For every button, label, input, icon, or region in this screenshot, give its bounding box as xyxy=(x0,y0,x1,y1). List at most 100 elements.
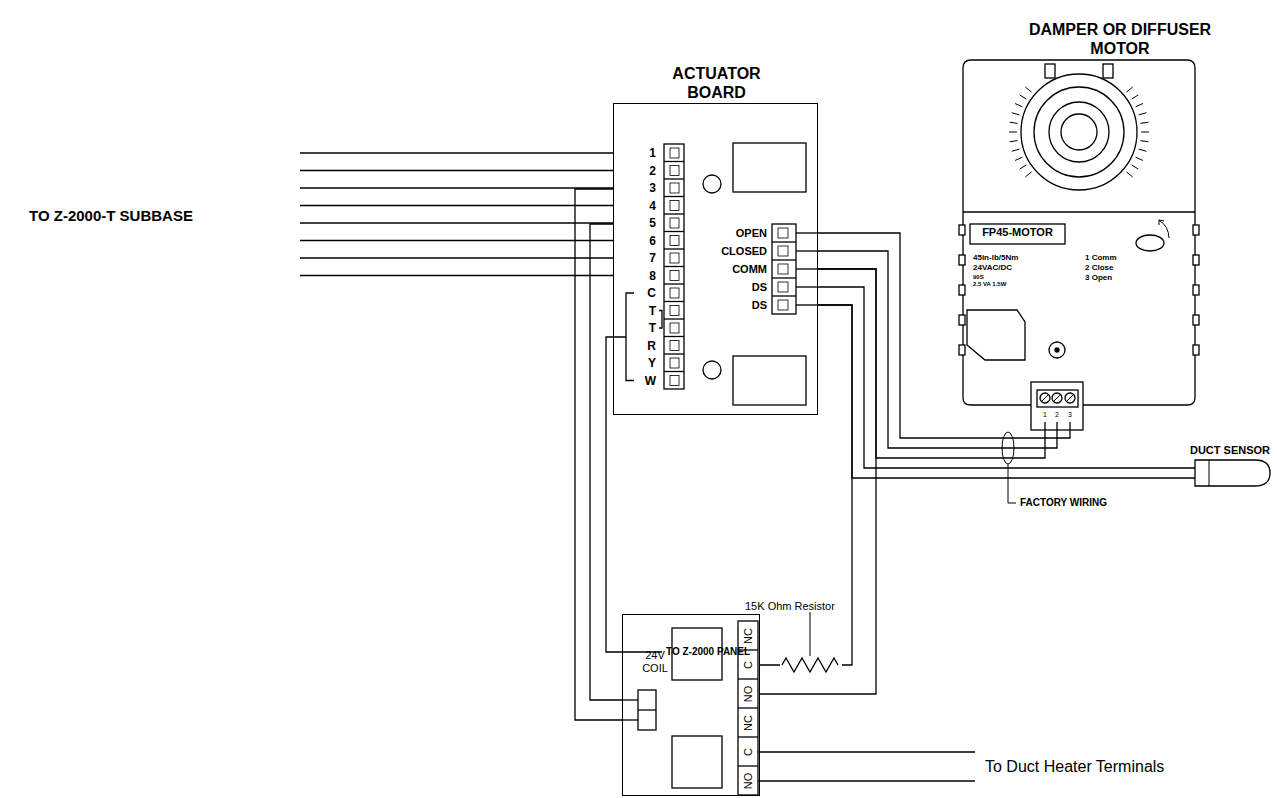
duct-sensor-outline xyxy=(1195,460,1270,486)
shaft-coupling xyxy=(1034,87,1124,177)
pin-name: 5 xyxy=(649,217,656,229)
terminal-screw xyxy=(670,288,679,298)
contact-name: C xyxy=(743,661,754,669)
housing-notch xyxy=(1193,345,1199,355)
terminal-divider xyxy=(664,266,684,267)
part-callout: 15K Ohm Resistor xyxy=(745,601,835,612)
terminal-screw xyxy=(1040,393,1050,403)
terminal-bar xyxy=(1037,390,1078,407)
terminal-divider xyxy=(772,277,796,278)
terminal-divider xyxy=(664,231,684,232)
scale-tick xyxy=(1126,87,1132,92)
shaft-coupling xyxy=(1061,114,1097,150)
node-text: 90S xyxy=(973,274,984,281)
shaft-coupling xyxy=(1021,74,1137,190)
terminal-divider xyxy=(664,371,684,372)
terminal-screw xyxy=(1065,393,1075,403)
pin-name: W xyxy=(645,375,656,387)
pin-name: C xyxy=(647,287,656,299)
terminal-screw xyxy=(778,246,788,256)
ground-patch xyxy=(780,655,842,675)
terminal-screw xyxy=(670,271,679,281)
node-text: 3 xyxy=(1065,411,1075,419)
pin-name: 1 xyxy=(649,147,656,159)
pin-name: 8 xyxy=(649,270,656,282)
coil-terminal-divider xyxy=(638,709,656,710)
probe-collar xyxy=(1209,460,1210,486)
terminal-screw xyxy=(670,376,679,386)
terminal-stub xyxy=(796,232,818,233)
scale-tick xyxy=(1015,157,1022,160)
node-text: 2.5 VA 1.5W xyxy=(973,281,1006,288)
leader-line xyxy=(1008,464,1016,503)
pin-name: R xyxy=(647,340,656,352)
terminal-screw xyxy=(778,264,788,274)
indicator-dot xyxy=(1055,348,1059,352)
coil-stub xyxy=(622,719,638,720)
scale-tick xyxy=(1132,165,1139,169)
scale-tick xyxy=(1020,95,1027,99)
terminal-screw xyxy=(778,282,788,292)
release-handle xyxy=(967,310,1025,360)
subbase-wire xyxy=(300,187,613,188)
scale-tick xyxy=(1136,104,1143,107)
signal-name: OPEN xyxy=(736,228,767,239)
pin-name: 3 xyxy=(649,182,656,194)
housing-notch xyxy=(1193,285,1199,295)
node-heading: ACTUATOR BOARD xyxy=(649,65,784,102)
node-text: 3 Open xyxy=(1085,273,1112,282)
terminal-divider xyxy=(664,213,684,214)
rotation-arrow xyxy=(1159,220,1169,238)
terminal-lead xyxy=(1044,422,1045,432)
wire-bundle-ring xyxy=(1002,432,1014,464)
indicator xyxy=(1049,342,1065,358)
motor-stud xyxy=(1045,64,1055,78)
scale-tick xyxy=(1020,165,1027,169)
sensor-probe xyxy=(1195,460,1270,486)
terminal-strip xyxy=(772,224,796,314)
node-text: 45in-lb/5Nm xyxy=(973,253,1018,262)
factory-wiring-mark xyxy=(1002,432,1016,503)
subbase-wire xyxy=(300,205,613,206)
scale-tick xyxy=(1140,122,1148,123)
pin-name: T xyxy=(649,322,656,334)
terminal-divider xyxy=(664,283,684,284)
node-text: 1 xyxy=(1040,411,1050,419)
pin-name: T xyxy=(649,305,656,317)
terminal-screw xyxy=(670,341,679,351)
coil-stub xyxy=(622,699,638,700)
wire-connector xyxy=(760,269,876,694)
coil-terminal xyxy=(638,690,656,730)
terminal-divider xyxy=(738,678,758,679)
scale-tick xyxy=(1025,172,1031,177)
scale-tick xyxy=(1010,141,1018,142)
pin-name: 6 xyxy=(649,235,656,247)
scale-tick xyxy=(1015,104,1022,107)
terminal-stub xyxy=(796,304,818,305)
shaft-coupling xyxy=(1049,102,1109,162)
subbase-wire xyxy=(300,152,613,153)
housing-notch xyxy=(1193,255,1199,265)
scale-tick xyxy=(1132,95,1139,99)
terminal-stub xyxy=(796,268,818,269)
scale-tick xyxy=(1139,113,1147,115)
contact-name: NO xyxy=(743,685,754,702)
subbase-wires xyxy=(300,153,613,276)
terminal-screw xyxy=(670,306,679,316)
terminal-screw xyxy=(670,323,679,333)
terminal-screw xyxy=(670,183,679,193)
terminal-strip xyxy=(664,144,684,389)
node-text: 1 Comm xyxy=(1085,253,1117,262)
relay-board: 24V COIL xyxy=(622,614,760,796)
housing-notch xyxy=(959,345,965,355)
heater-wire xyxy=(758,780,975,781)
leader-line xyxy=(810,612,811,656)
signal-name: CLOSED xyxy=(721,246,767,257)
wire-destination: TO Z-2000 PANEL xyxy=(666,647,750,657)
subbase-wire xyxy=(300,275,613,276)
terminal-divider xyxy=(772,259,796,260)
scale-tick xyxy=(1010,122,1018,123)
relay-square xyxy=(672,736,722,788)
terminal-screw xyxy=(670,253,679,263)
